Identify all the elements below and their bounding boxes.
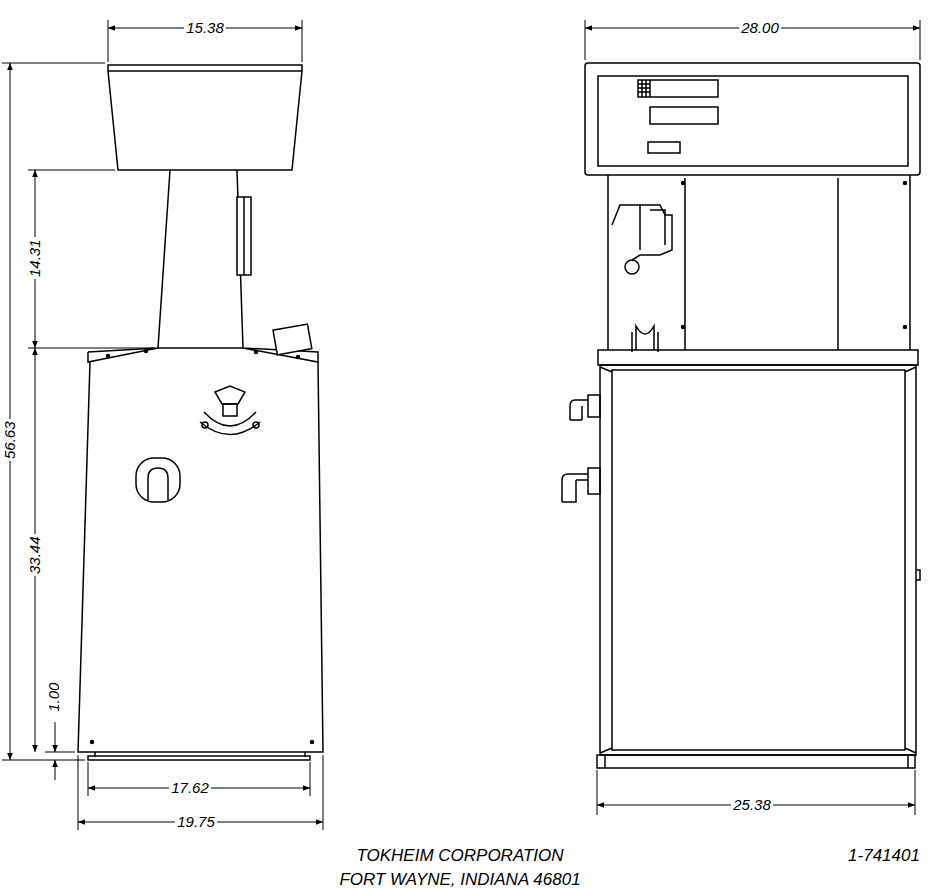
company-address: FORT WAYNE, INDIANA 46801	[337, 871, 582, 889]
front-view	[562, 63, 920, 768]
dimension-value: 25.38	[731, 797, 773, 814]
dimension-value: 17.62	[169, 780, 211, 797]
dimension-value: 14.31	[27, 237, 44, 279]
dimension-value: 1.00	[47, 680, 64, 713]
dimension-value: 28.00	[739, 20, 781, 37]
dimension-value: 56.63	[2, 419, 19, 461]
dimension-value: 19.75	[175, 814, 217, 831]
dimension-value: 15.38	[184, 20, 226, 37]
side-view	[78, 65, 323, 760]
dimension-lines	[2, 20, 920, 830]
company-name: TOKHEIM CORPORATION	[354, 847, 565, 866]
drawing-number: 1-741401	[846, 847, 922, 866]
dimension-value: 33.44	[27, 534, 44, 576]
